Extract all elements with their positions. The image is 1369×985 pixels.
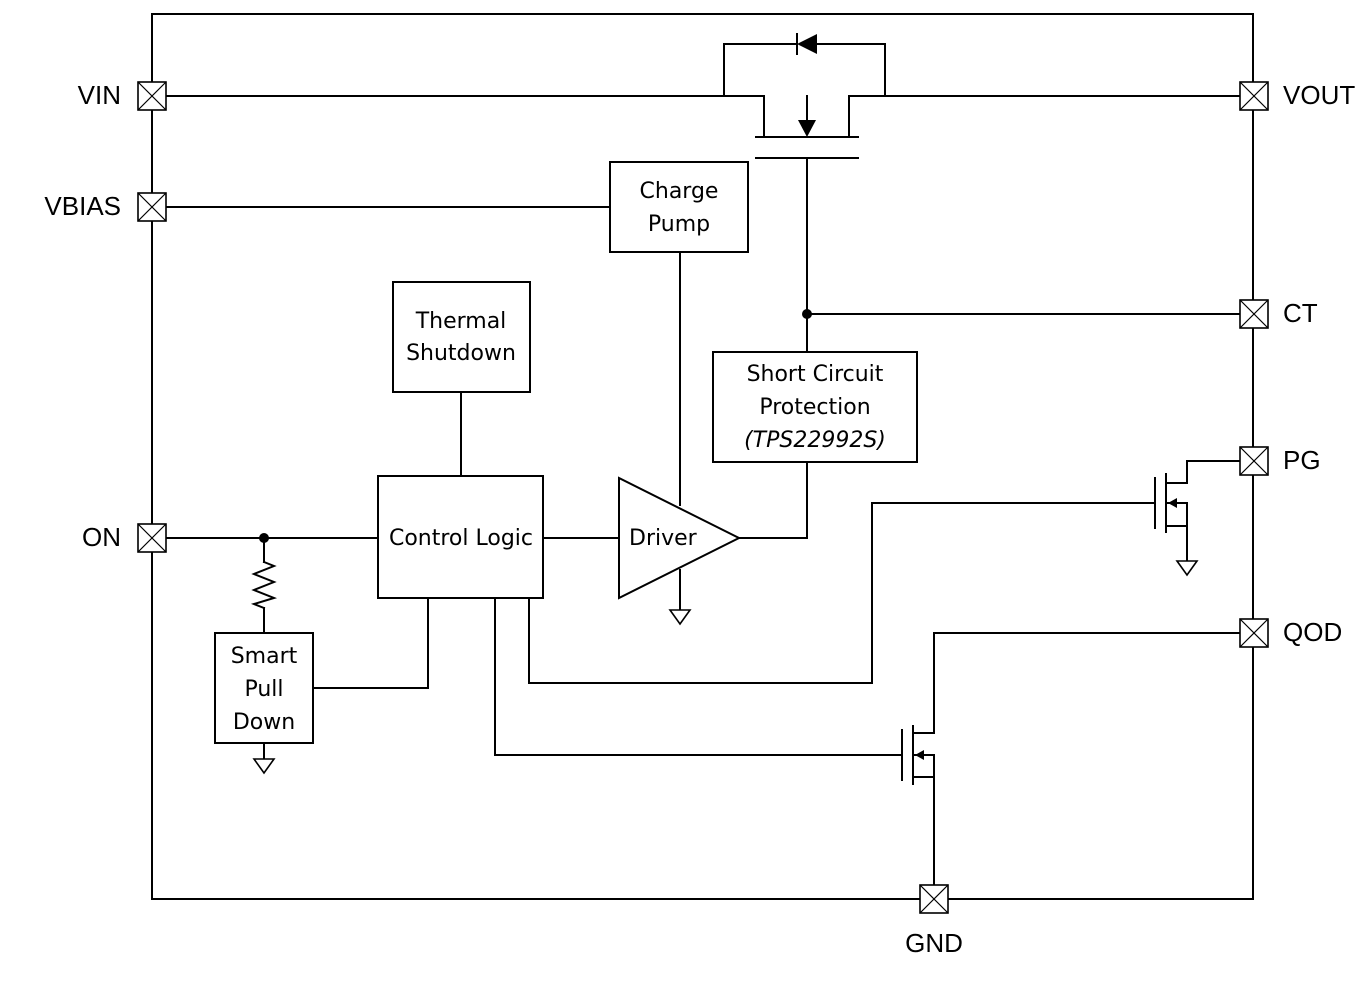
driver-block: Driver bbox=[618, 476, 742, 600]
pin-ct: CT bbox=[1239, 298, 1318, 329]
package-outline bbox=[151, 13, 1254, 900]
pg-fet bbox=[1154, 460, 1241, 577]
pin-label-gnd: GND bbox=[905, 928, 963, 958]
power-mosfet bbox=[723, 33, 886, 159]
pin-vout: VOUT bbox=[1239, 80, 1355, 111]
pin-label-qod: QOD bbox=[1283, 617, 1342, 647]
thermal-shutdown-block: Thermal Shutdown bbox=[392, 281, 531, 393]
charge-pump-label-2: Pump bbox=[648, 212, 710, 237]
thermal-shutdown-label-2: Shutdown bbox=[406, 341, 516, 366]
charge-pump-label-1: Charge bbox=[640, 179, 719, 204]
pin-label-vout: VOUT bbox=[1283, 80, 1355, 110]
ground-icon bbox=[1175, 560, 1199, 577]
junction-dot bbox=[802, 309, 812, 319]
short-circuit-label-1: Short Circuit bbox=[747, 362, 884, 387]
ground-icon bbox=[668, 609, 692, 626]
qod-fet bbox=[901, 725, 935, 785]
pin-on: ON bbox=[82, 522, 167, 553]
short-circuit-protection-block: Short Circuit Protection (TPS22992S) bbox=[712, 351, 918, 463]
short-circuit-label-3: (TPS22992S) bbox=[744, 428, 886, 453]
control-logic-label: Control Logic bbox=[389, 526, 533, 551]
pull-down-resistor bbox=[250, 560, 278, 610]
pin-pg: PG bbox=[1239, 445, 1321, 476]
pin-qod: QOD bbox=[1239, 617, 1342, 648]
thermal-shutdown-label-1: Thermal bbox=[415, 309, 507, 334]
control-logic-block: Control Logic bbox=[377, 475, 544, 599]
wires bbox=[165, 95, 1241, 886]
junction-dot bbox=[259, 533, 269, 543]
smart-pull-down-block: Smart Pull Down bbox=[214, 632, 314, 744]
pin-label-ct: CT bbox=[1283, 298, 1318, 328]
driver-label: Driver bbox=[629, 526, 698, 551]
charge-pump-block: Charge Pump bbox=[609, 161, 749, 253]
pin-label-on: ON bbox=[82, 522, 121, 552]
short-circuit-label-2: Protection bbox=[759, 395, 870, 420]
pin-gnd: GND bbox=[905, 884, 963, 958]
smart-pull-down-label-1: Smart bbox=[231, 644, 298, 669]
smart-pull-down-label-3: Down bbox=[233, 710, 295, 735]
pin-vin: VIN bbox=[78, 80, 167, 111]
pin-label-pg: PG bbox=[1283, 445, 1321, 475]
body-diode-icon bbox=[797, 34, 817, 54]
pin-label-vin: VIN bbox=[78, 80, 121, 110]
pin-vbias: VBIAS bbox=[44, 191, 167, 222]
pin-label-vbias: VBIAS bbox=[44, 191, 121, 221]
ground-icon bbox=[252, 758, 276, 775]
smart-pull-down-label-2: Pull bbox=[244, 677, 283, 702]
